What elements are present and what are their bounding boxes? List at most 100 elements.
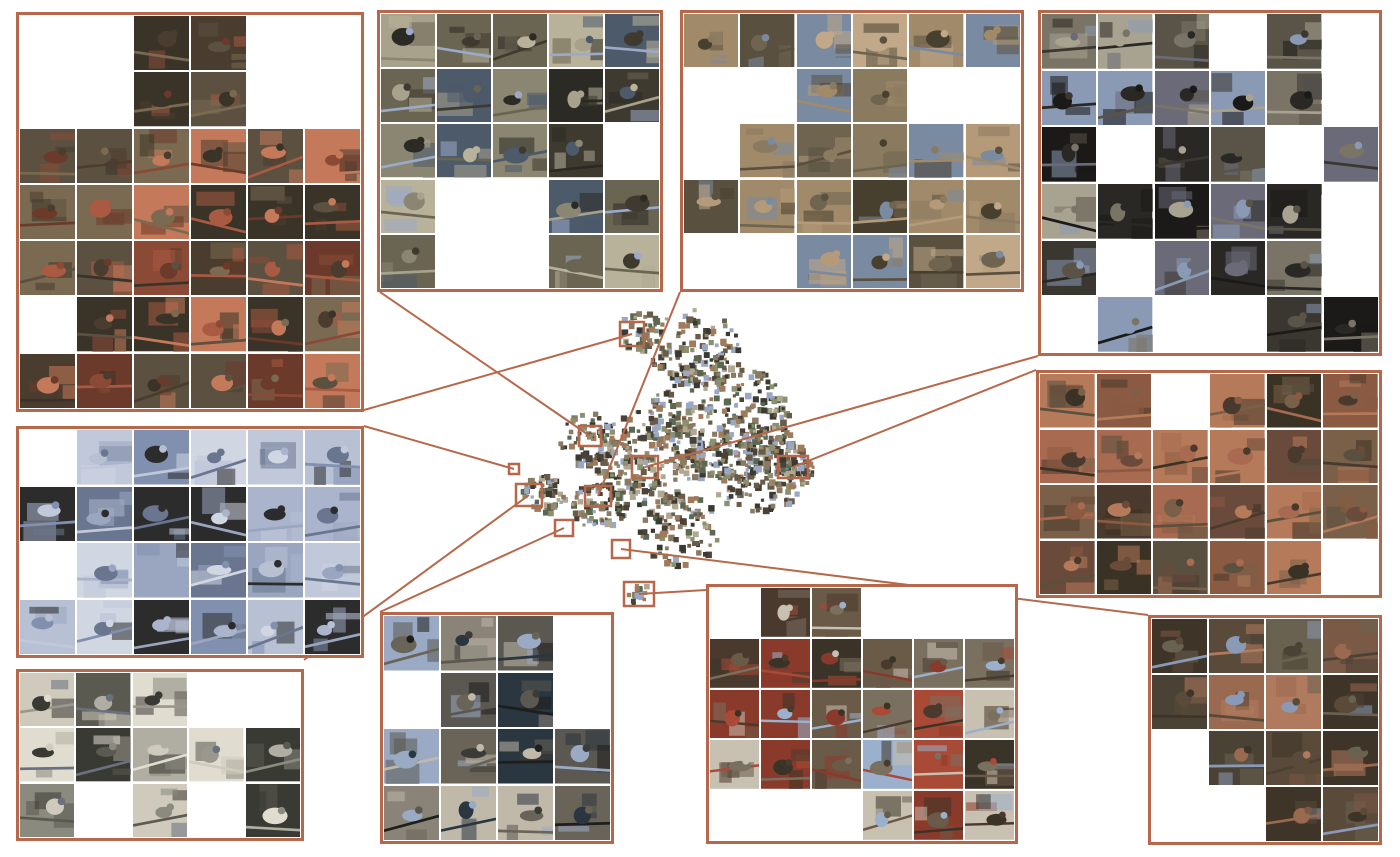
scatter-thumbnail [730, 419, 736, 426]
scatter-thumbnail [731, 386, 738, 392]
scatter-thumbnail [616, 508, 622, 513]
scatter-thumbnail [672, 383, 677, 389]
bird-image-tile [190, 127, 247, 184]
bird-image-tile [76, 352, 133, 409]
bird-image-tile [1209, 539, 1266, 595]
empty-tile [1152, 373, 1209, 429]
scatter-thumbnail [739, 432, 744, 436]
scatter-thumbnail [632, 438, 637, 444]
scatter-thumbnail [648, 409, 653, 414]
scatter-thumbnail [775, 469, 780, 474]
scatter-thumbnail [662, 553, 669, 560]
bird-image-tile [795, 68, 852, 124]
scatter-thumbnail [767, 472, 774, 479]
scatter-thumbnail [660, 530, 668, 538]
bird-image-tile [492, 123, 548, 179]
bird-image-tile [133, 429, 190, 486]
bird-image-tile [76, 183, 133, 241]
scatter-thumbnail [640, 434, 647, 442]
scatter-thumbnail [703, 352, 710, 358]
scatter-thumbnail [706, 329, 711, 334]
scatter-thumbnail [673, 477, 678, 482]
scatter-thumbnail [784, 452, 788, 456]
bird-image-tile [908, 178, 965, 234]
scatter-thumbnail [587, 433, 593, 440]
scatter-thumbnail [693, 372, 697, 376]
scatter-thumbnail [569, 443, 575, 450]
scatter-thumbnail [703, 552, 708, 557]
scatter-thumbnail [764, 476, 769, 481]
bird-image-tile [964, 233, 1021, 289]
bird-image-tile [851, 13, 909, 69]
bird-image-tile [133, 127, 190, 184]
scatter-thumbnail [636, 327, 643, 333]
bird-image-tile [1265, 730, 1322, 786]
bird-image-tile [190, 15, 247, 72]
scatter-thumbnail [664, 429, 669, 433]
scatter-thumbnail [662, 482, 667, 487]
scatter-thumbnail [692, 541, 697, 546]
scatter-thumbnail [616, 480, 621, 486]
scatter-thumbnail [653, 363, 657, 367]
scatter-thumbnail [787, 432, 794, 438]
bird-image-tile [811, 587, 862, 638]
scatter-thumbnail [643, 323, 648, 327]
scatter-thumbnail [734, 403, 738, 408]
scatter-thumbnail [663, 391, 670, 397]
scatter-thumbnail [744, 463, 749, 467]
scatter-thumbnail [763, 464, 770, 471]
scatter-thumbnail [687, 477, 691, 481]
scatter-thumbnail [709, 397, 714, 402]
bird-image-tile [1097, 69, 1154, 127]
scatter-thumbnail [740, 483, 745, 488]
bird-image-tile [436, 13, 492, 69]
scatter-thumbnail [786, 412, 792, 419]
bird-image-tile [76, 485, 133, 542]
bird-image-tile [304, 240, 361, 297]
scatter-thumbnail [620, 415, 627, 422]
scatter-thumbnail [650, 359, 654, 363]
bird-image-tile [862, 739, 913, 791]
scatter-thumbnail [682, 562, 689, 568]
scatter-thumbnail [658, 467, 662, 471]
scatter-thumbnail [797, 464, 805, 472]
scatter-thumbnail [547, 478, 554, 485]
scatter-thumbnail [683, 370, 690, 377]
bird-image-tile [1322, 730, 1379, 786]
scatter-thumbnail [719, 355, 724, 360]
scatter-thumbnail [598, 445, 604, 452]
bird-image-tile [1151, 674, 1208, 730]
scatter-thumbnail [771, 425, 776, 430]
scatter-thumbnail [748, 424, 752, 429]
scatter-thumbnail [671, 496, 676, 501]
empty-tile [709, 587, 760, 638]
scatter-thumbnail [687, 424, 693, 430]
scatter-thumbnail [755, 465, 762, 473]
scatter-thumbnail [573, 441, 578, 445]
scatter-thumbnail [632, 482, 638, 489]
scatter-thumbnail [709, 358, 713, 362]
scatter-thumbnail [672, 426, 677, 432]
scatter-thumbnail [653, 318, 661, 325]
scatter-thumbnail [654, 447, 658, 452]
scatter-thumbnail [655, 499, 661, 505]
bird-image-tile [133, 71, 190, 128]
bird-image-tile [1322, 484, 1379, 540]
scatter-thumbnail [675, 415, 681, 421]
bird-image-tile [862, 688, 913, 740]
scatter-thumbnail [633, 315, 637, 319]
scatter-thumbnail [550, 478, 555, 483]
scatter-thumbnail [724, 467, 731, 475]
scatter-thumbnail [619, 513, 625, 519]
empty-tile [1322, 239, 1379, 297]
scatter-thumbnail [773, 494, 778, 499]
scatter-thumbnail [678, 322, 686, 329]
bird-image-tile [247, 183, 304, 241]
scatter-thumbnail [678, 345, 684, 351]
bird-image-tile [492, 13, 548, 69]
scatter-thumbnail [721, 477, 728, 484]
empty-tile [76, 15, 133, 72]
scatter-thumbnail [770, 503, 776, 509]
scatter-thumbnail [592, 519, 599, 525]
scatter-thumbnail [574, 516, 580, 522]
